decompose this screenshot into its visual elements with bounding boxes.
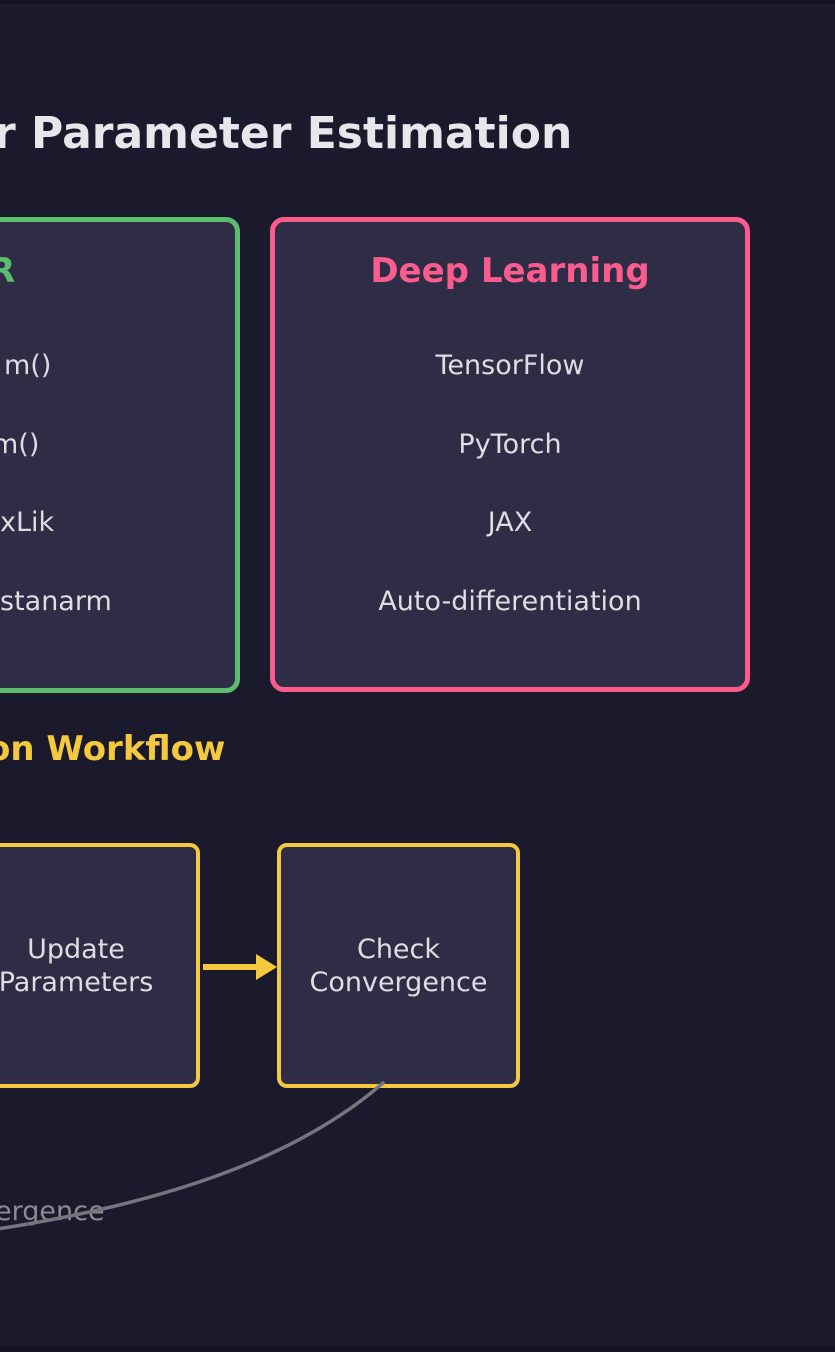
update-parameters-line1: Update: [27, 933, 125, 965]
deep-learning-box-title: Deep Learning: [370, 251, 650, 291]
check-convergence-line1: Check: [356, 933, 441, 965]
deep-learning-item: JAX: [487, 507, 533, 538]
check-convergence-line2: Convergence: [309, 966, 488, 998]
r-software-box: [0, 217, 240, 693]
deep-learning-item: PyTorch: [458, 429, 562, 460]
r-box-item: xLik: [0, 507, 55, 538]
page-title: r Parameter Estimation: [0, 108, 573, 159]
page-edge-top: [0, 0, 835, 4]
workflow-section-heading: on Workflow: [0, 729, 226, 769]
deep-learning-box: [270, 217, 750, 692]
r-box-item: m(): [0, 429, 40, 460]
update-parameters-line2: Parameters: [0, 966, 154, 998]
flow-arrow-icon: [203, 954, 277, 980]
r-box-item: stanarm: [0, 586, 112, 617]
deep-learning-item: TensorFlow: [435, 350, 585, 381]
update-parameters-node: Update Parameters: [0, 843, 200, 1088]
r-box-title: R: [0, 251, 16, 291]
deep-learning-item: Auto-differentiation: [378, 586, 642, 617]
update-parameters-label: Update Parameters: [0, 933, 153, 999]
page-edge-bottom: [0, 1346, 835, 1352]
r-box-item: m(): [4, 350, 52, 381]
convergence-edge-label: ergence: [0, 1196, 105, 1227]
check-convergence-node: Check Convergence: [277, 843, 520, 1088]
check-convergence-label: Check Convergence: [309, 933, 487, 999]
